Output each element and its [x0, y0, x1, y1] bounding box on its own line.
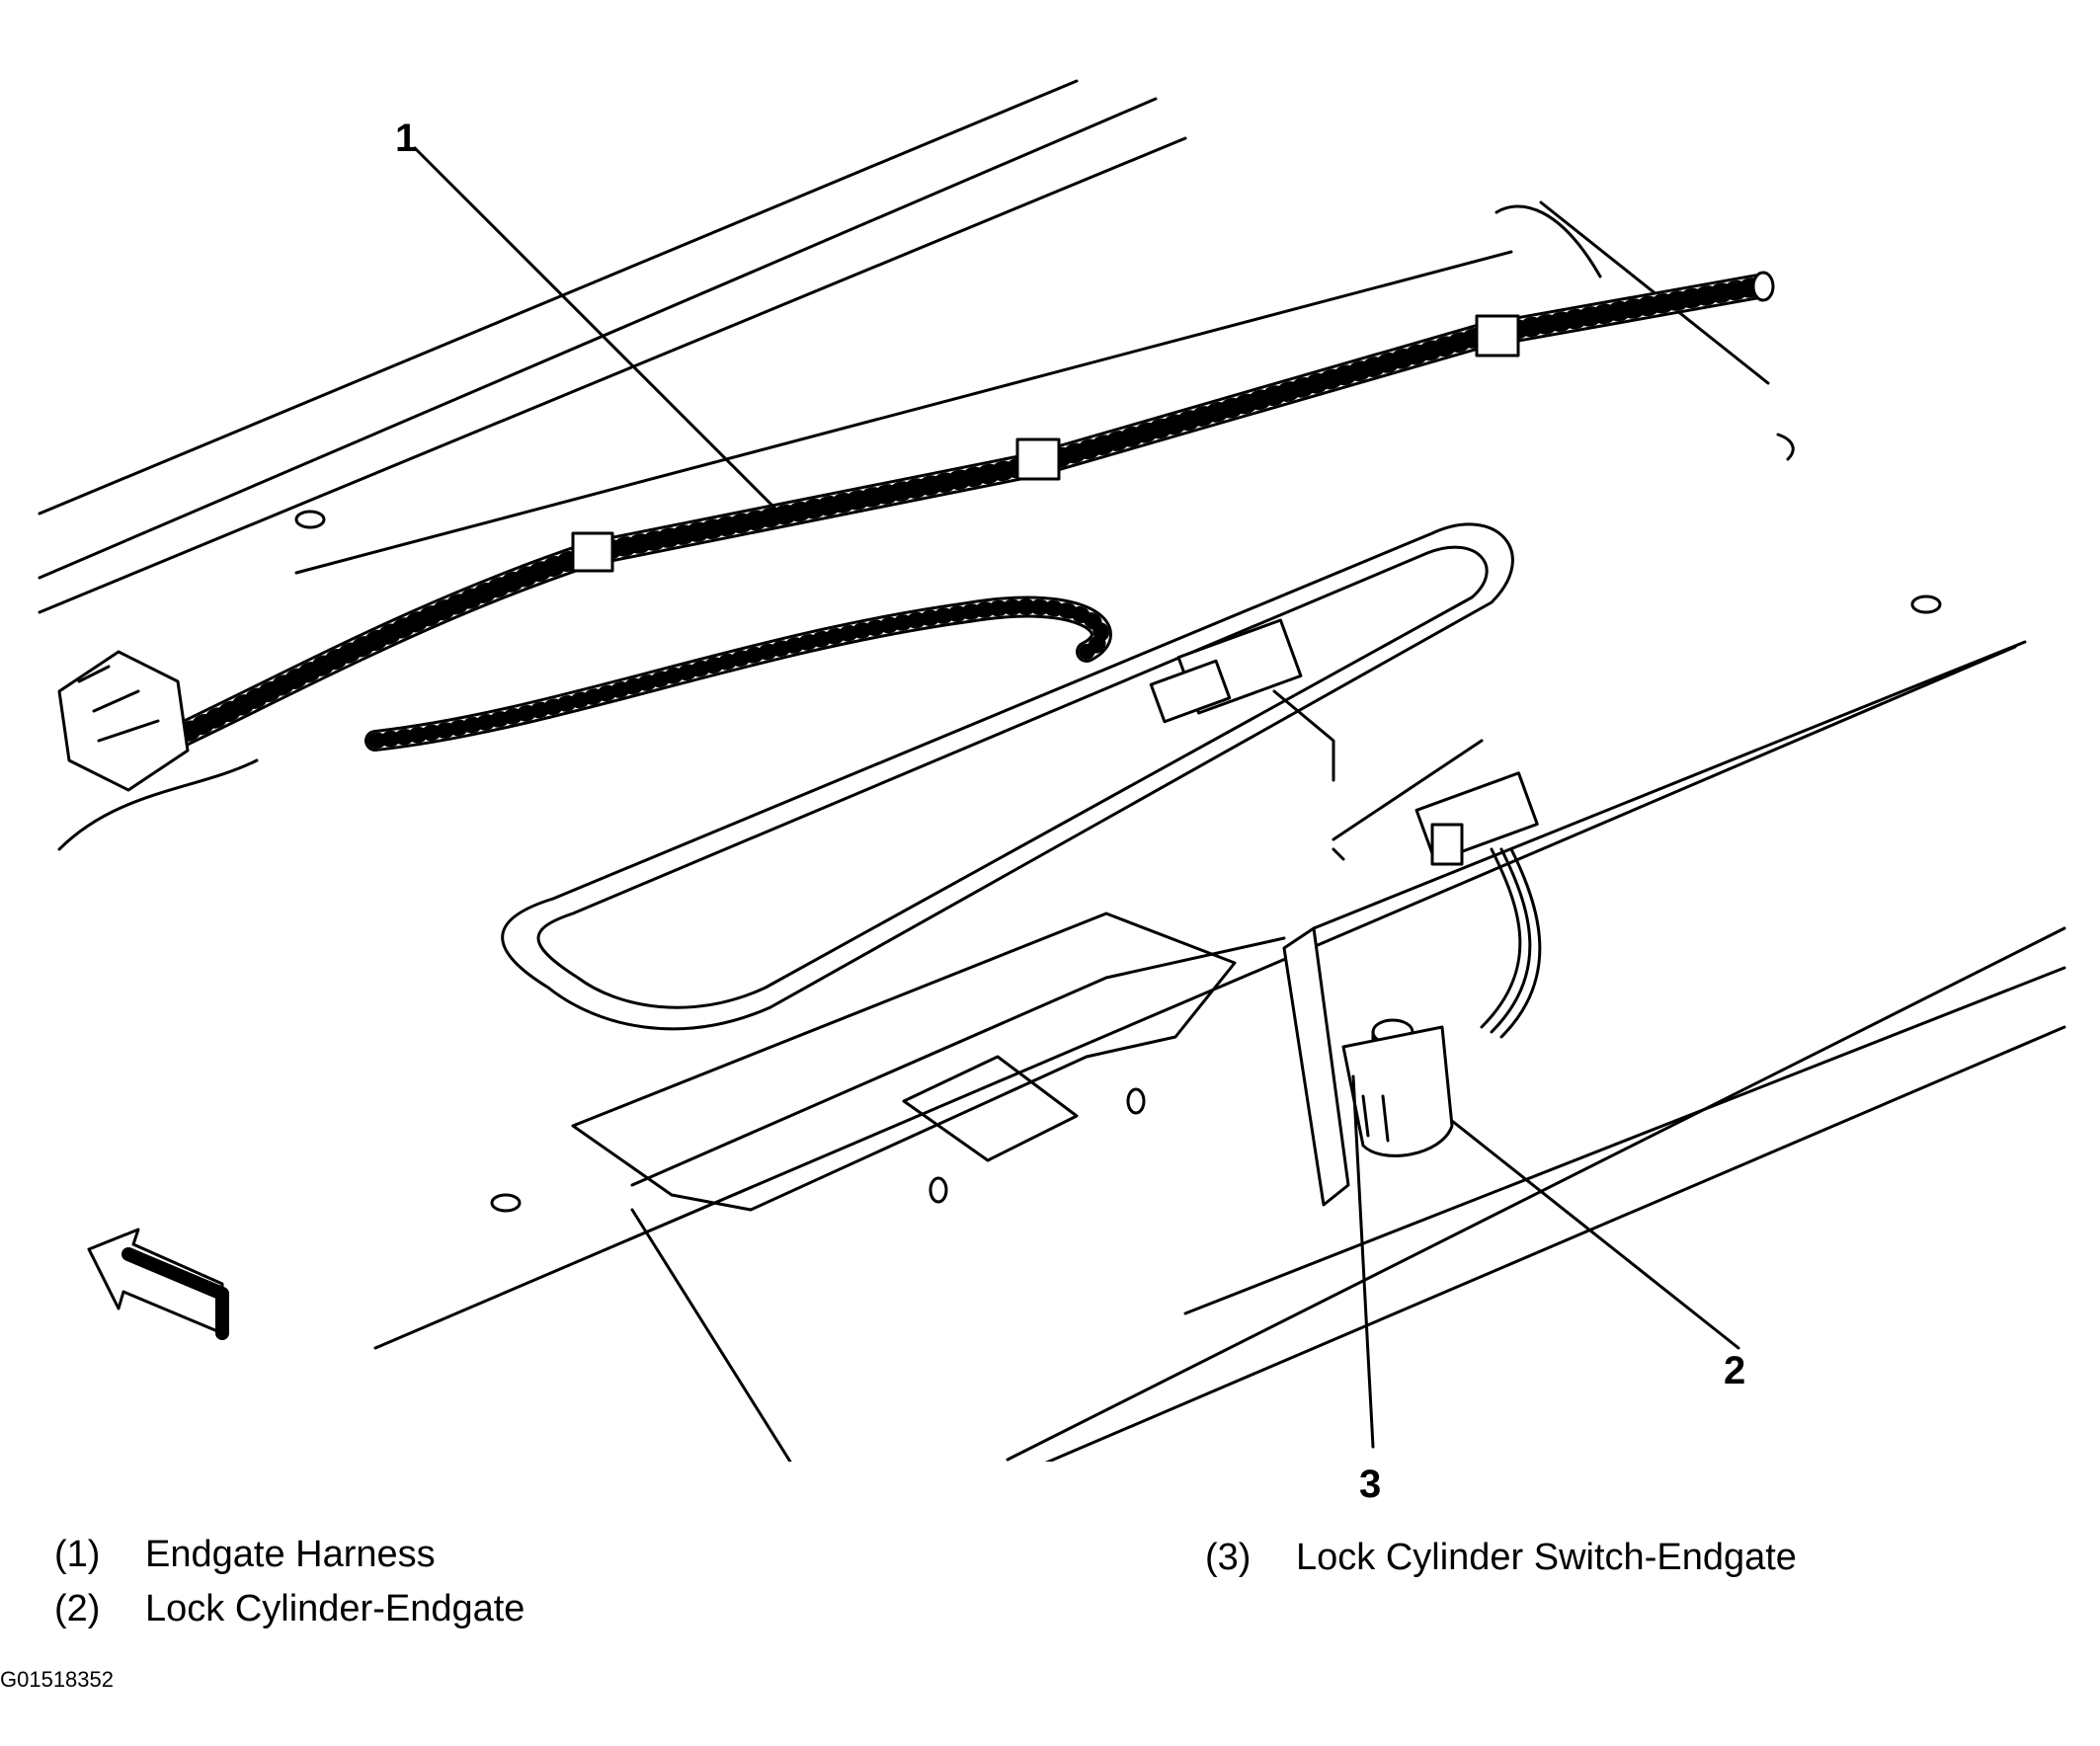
legend-item-2: (2) Lock Cylinder-Endgate — [54, 1590, 525, 1627]
legend-label: Lock Cylinder-Endgate — [145, 1588, 525, 1629]
legend-number: (3) — [1205, 1537, 1252, 1578]
legend-item-1: (1) Endgate Harness — [54, 1536, 436, 1573]
figure-id: G01518352 — [0, 1667, 114, 1692]
legend-label: Endgate Harness — [145, 1534, 436, 1575]
access-opening — [501, 522, 1514, 1031]
legend-item-3: (3) Lock Cylinder Switch-Endgate — [1205, 1539, 1797, 1576]
leader-lines — [413, 146, 1740, 1449]
endgate-panel — [38, 79, 2066, 1462]
handle-recess — [571, 912, 1286, 1462]
endgate-diagram — [38, 79, 2066, 1462]
endgate-harness — [57, 271, 1775, 851]
lock-cylinder — [1282, 926, 1454, 1207]
legend-number: (2) — [54, 1588, 101, 1629]
mounting-holes — [294, 510, 1942, 1213]
legend-label: Lock Cylinder Switch-Endgate — [1296, 1537, 1797, 1578]
legend-number: (1) — [54, 1534, 101, 1575]
lock-cylinder-switch — [1414, 771, 1542, 1039]
callout-1: 1 — [395, 117, 418, 160]
callout-3: 3 — [1359, 1463, 1382, 1506]
harness-connector — [1149, 618, 1484, 861]
forward-direction-arrow-icon — [87, 1228, 229, 1340]
callout-2: 2 — [1724, 1349, 1746, 1392]
